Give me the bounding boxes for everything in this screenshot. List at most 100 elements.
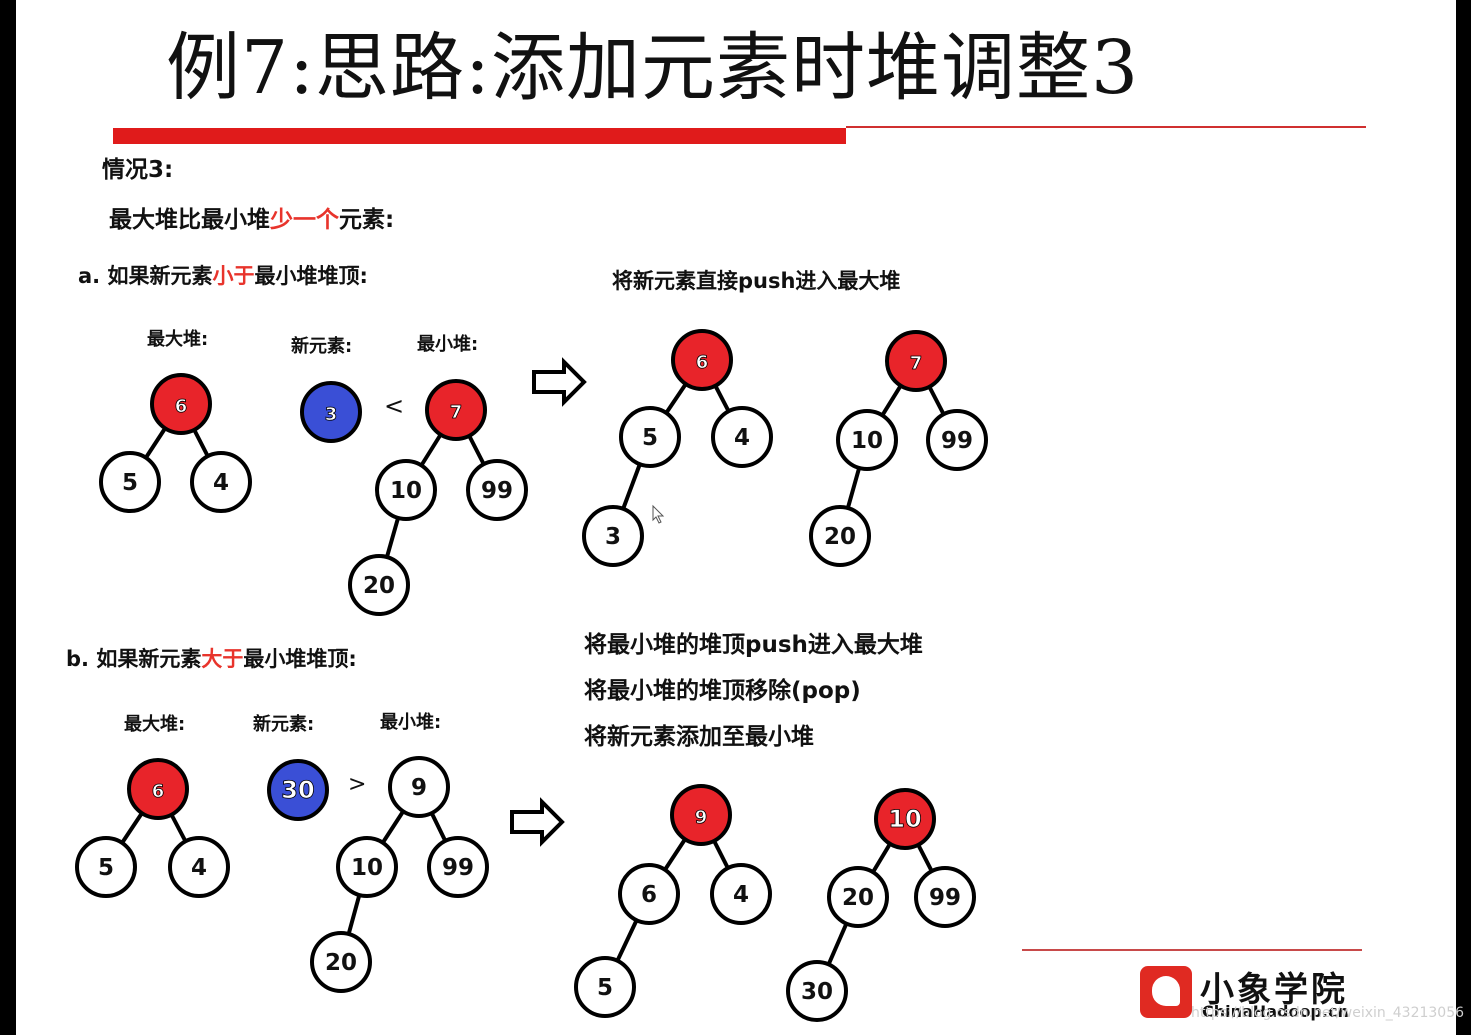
tree-node: 7 (425, 379, 487, 441)
part-b-step-2: 将最小堆的堆顶移除(pop) (584, 678, 861, 704)
tree-a-after-max: 6 5 4 3 (582, 329, 773, 567)
tree-node: 99 (926, 409, 988, 471)
node-circle (618, 863, 680, 925)
watermark: https://blog.csdn.net/weixin_43213056 (1191, 1005, 1465, 1021)
tree-node: 4 (190, 451, 252, 513)
tree-node: 99 (466, 459, 528, 521)
tree-node: 6 (618, 863, 680, 925)
node-circle (914, 866, 976, 928)
node-circle (375, 459, 437, 521)
node-circle (99, 451, 161, 513)
tree-node: 30 (267, 759, 329, 821)
node-circle (300, 381, 362, 443)
node-value: 9 (695, 807, 708, 828)
tree-b-before-max: 6 5 4 (75, 758, 230, 898)
node-circle (168, 836, 230, 898)
tree-node: 9 (670, 784, 732, 846)
node-circle (348, 554, 410, 616)
tree-node: 5 (574, 956, 636, 1018)
tree-node: 99 (427, 836, 489, 898)
node-value: 30 (281, 776, 314, 804)
arrow-b-icon (510, 797, 565, 847)
part-b-label-new-element: 新元素: (253, 714, 315, 735)
tree-node: 3 (582, 505, 644, 567)
node-value: 20 (824, 524, 856, 550)
node-value: 9 (411, 775, 427, 801)
node-circle (574, 956, 636, 1018)
part-a-label-new-element: 新元素: (291, 336, 353, 357)
tree-node: 10 (336, 836, 398, 898)
tree-node: 5 (619, 406, 681, 468)
node-value: 4 (191, 855, 207, 881)
tree-a-new: 3 (300, 381, 362, 443)
node-circle (150, 373, 212, 435)
node-value: 99 (442, 855, 474, 881)
tree-a-before-min: 7 10 99 20 (348, 379, 528, 616)
part-a-heading: a. 如果新元素小于最小堆堆顶: (78, 264, 368, 288)
node-value: 5 (98, 855, 114, 881)
node-value: 7 (450, 402, 463, 423)
node-value: 20 (842, 885, 874, 911)
part-a-comparator: < (384, 392, 405, 420)
logo-name-cn: 小象学院 (1200, 970, 1348, 1010)
node-circle (836, 409, 898, 471)
node-value: 20 (325, 950, 357, 976)
node-value: 4 (213, 470, 229, 496)
node-circle (267, 759, 329, 821)
part-b-label-max-heap: 最大堆: (124, 714, 186, 735)
node-value: 5 (642, 425, 658, 451)
case-label: 情况3: (102, 157, 174, 183)
part-a-result-text: 将新元素直接push进入最大堆 (612, 269, 901, 293)
node-value: 3 (605, 524, 621, 550)
elephant-logo-icon (1140, 966, 1192, 1018)
node-value: 4 (734, 425, 750, 451)
node-value: 20 (363, 573, 395, 599)
node-circle (190, 451, 252, 513)
slide: 例7:思路:添加元素时堆调整3 情况3: 最大堆比最小堆少一个元素: a. 如果… (16, 0, 1464, 1035)
node-circle (427, 836, 489, 898)
node-value: 4 (733, 882, 749, 908)
tree-node: 4 (168, 836, 230, 898)
tree-node: 20 (827, 866, 889, 928)
node-value: 6 (152, 781, 165, 802)
node-circle (885, 330, 947, 392)
node-circle (670, 784, 732, 846)
part-b-heading: b. 如果新元素大于最小堆堆顶: (66, 647, 357, 671)
node-value: 5 (122, 470, 138, 496)
tree-node: 20 (809, 505, 871, 567)
condition-text: 最大堆比最小堆少一个元素: (109, 207, 395, 233)
tree-node: 6 (671, 329, 733, 391)
condition-highlight: 少一个 (270, 207, 339, 233)
node-value: 99 (481, 478, 513, 504)
mouse-cursor-icon (652, 504, 666, 525)
tree-node: 3 (300, 381, 362, 443)
node-circle (874, 788, 936, 850)
node-circle (827, 866, 889, 928)
node-circle (619, 406, 681, 468)
tree-node: 20 (310, 931, 372, 993)
arrow-a-icon (532, 357, 587, 407)
logo-name-en: ChinaHadoop.cn (1202, 1002, 1349, 1021)
node-circle (310, 931, 372, 993)
part-b-step-1: 将最小堆的堆顶push进入最大堆 (584, 632, 923, 658)
node-value: 10 (390, 478, 422, 504)
tree-node: 5 (75, 836, 137, 898)
part-a-highlight: 小于 (212, 264, 255, 288)
tree-node: 6 (150, 373, 212, 435)
node-circle (388, 756, 450, 818)
tree-b-before-min: 9 10 99 20 (310, 756, 489, 993)
node-value: 99 (941, 428, 973, 454)
tree-node: 7 (885, 330, 947, 392)
part-a-label-max-heap: 最大堆: (147, 329, 209, 350)
node-value: 10 (351, 855, 383, 881)
tree-node: 5 (99, 451, 161, 513)
tree-node: 9 (388, 756, 450, 818)
node-circle (671, 329, 733, 391)
node-value: 5 (597, 975, 613, 1001)
title-underline-thick (113, 128, 846, 144)
tree-b-new: 30 (267, 759, 329, 821)
node-circle (711, 406, 773, 468)
node-value: 6 (641, 882, 657, 908)
tree-node: 4 (710, 863, 772, 925)
